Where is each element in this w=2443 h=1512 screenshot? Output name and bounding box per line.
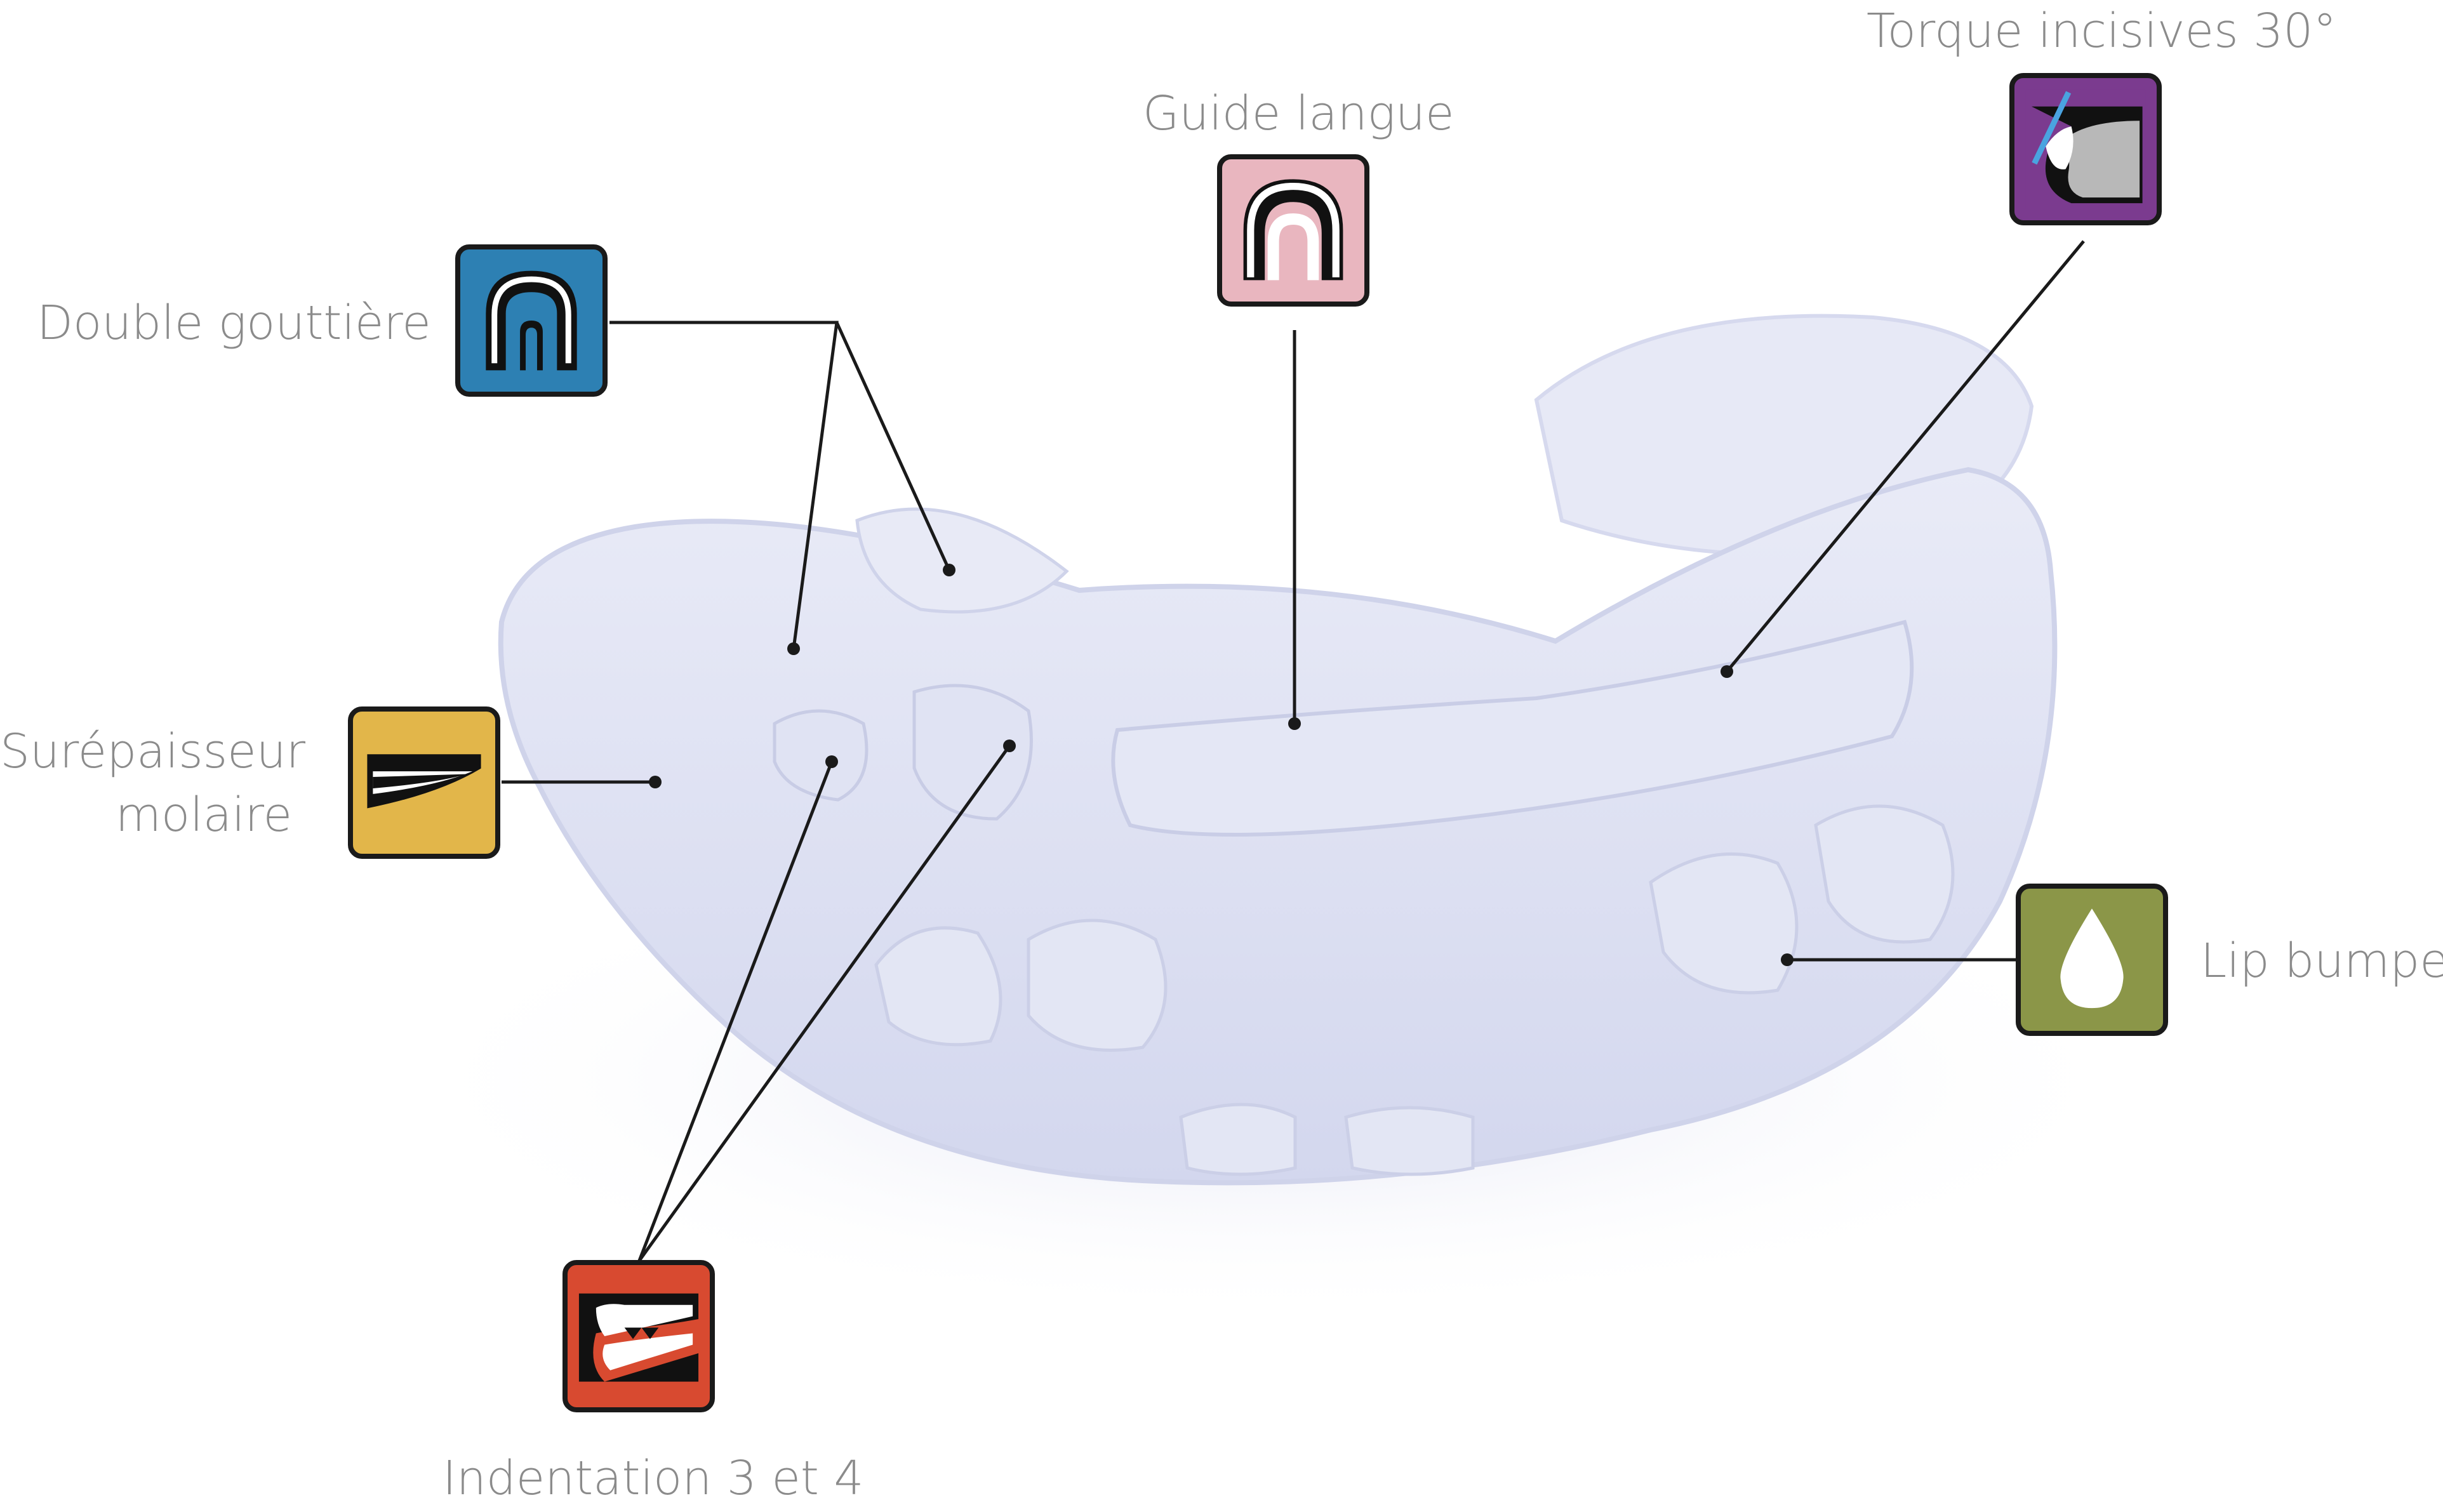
endpoint-dot bbox=[649, 776, 662, 788]
endpoint-dot bbox=[943, 564, 955, 576]
teeth-indentation-icon bbox=[562, 1260, 715, 1412]
leader-endpoints bbox=[649, 564, 1794, 966]
double-tray-icon bbox=[455, 244, 608, 397]
endpoint-dot bbox=[1781, 953, 1794, 966]
endpoint-dot bbox=[1003, 739, 1016, 752]
molar-thickening-icon bbox=[348, 706, 500, 859]
label-guide-langue: Guide langue bbox=[1143, 86, 1454, 141]
label-surepaisseur-molaire: Surépaisseur molaire bbox=[0, 720, 306, 847]
tongue-guide-icon bbox=[1217, 154, 1369, 307]
endpoint-dot bbox=[1721, 665, 1733, 678]
appliance-shape bbox=[381, 314, 2159, 1320]
label-surepaisseur-line2: molaire bbox=[115, 787, 292, 842]
label-double-gouttiere: Double gouttière bbox=[37, 296, 431, 350]
endpoint-dot bbox=[825, 755, 838, 768]
endpoint-dot bbox=[1288, 717, 1301, 730]
label-indentation: Indentation 3 et 4 bbox=[443, 1451, 864, 1506]
lip-bumper-drop-icon bbox=[2016, 884, 2168, 1036]
endpoint-dot bbox=[787, 642, 800, 655]
label-surepaisseur-line1: Surépaisseur bbox=[0, 724, 306, 779]
label-lip-bumper: Lip bumper bbox=[2200, 934, 2443, 988]
leader-lines bbox=[502, 240, 2085, 1262]
label-torque-incisives: Torque incisives 30° bbox=[1867, 4, 2337, 58]
incisor-torque-icon bbox=[2009, 73, 2162, 225]
